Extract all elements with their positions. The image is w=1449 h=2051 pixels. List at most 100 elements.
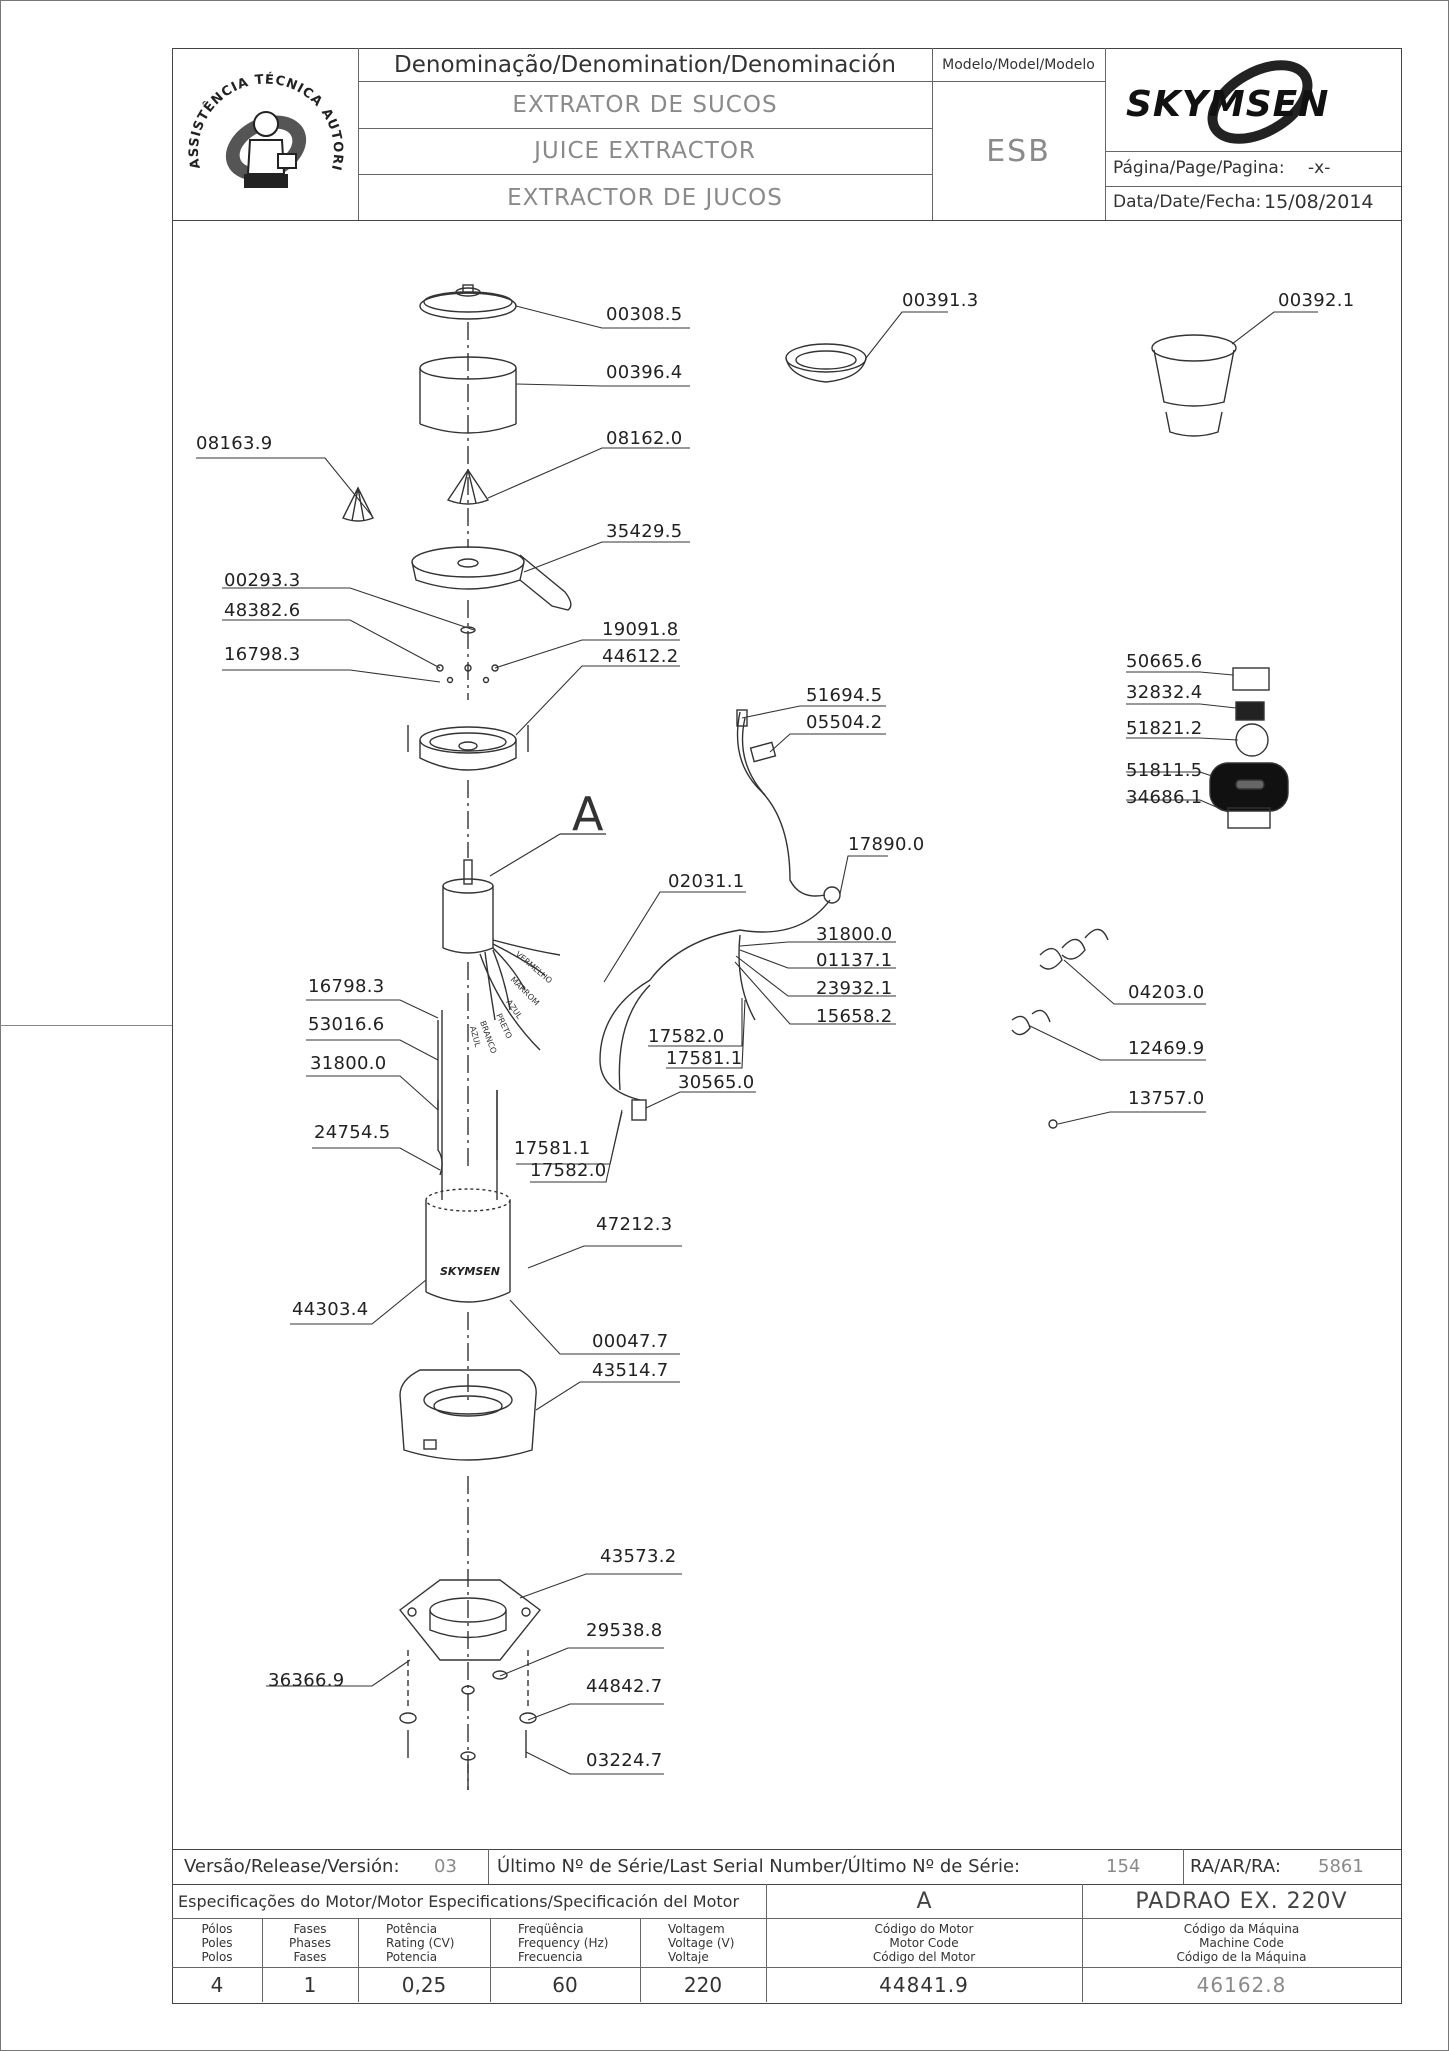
part-label: 00396.4 bbox=[606, 362, 683, 383]
juice-tray-part bbox=[411, 546, 572, 611]
bottom-plate-part bbox=[399, 1579, 541, 1661]
cover-ring-part bbox=[419, 356, 517, 434]
part-label: 44842.7 bbox=[586, 1676, 663, 1697]
label-50665 bbox=[1232, 667, 1270, 691]
value-poles: 4 bbox=[210, 1973, 224, 1997]
denomination-label: Denominação/Denomination/Denominación bbox=[394, 51, 896, 78]
part-label: 34686.1 bbox=[1126, 787, 1203, 808]
release-value: 03 bbox=[434, 1856, 457, 1877]
part-label: 23932.1 bbox=[816, 978, 893, 999]
ra-value: 5861 bbox=[1318, 1856, 1364, 1877]
skymsen-logo: SKYMSEN bbox=[1126, 60, 1329, 144]
part-label: 00392.1 bbox=[1278, 290, 1355, 311]
part-label: 08162.0 bbox=[606, 428, 683, 449]
value-frequency: 60 bbox=[552, 1973, 578, 1997]
svg-text:SKYMSEN: SKYMSEN bbox=[440, 1265, 500, 1278]
lid-part bbox=[419, 284, 517, 320]
part-label: 51694.5 bbox=[806, 685, 883, 706]
spring-12469 bbox=[1011, 1009, 1051, 1036]
value-phases: 1 bbox=[303, 1973, 317, 1997]
left-margin-line bbox=[0, 1025, 172, 1026]
body-part bbox=[425, 1010, 511, 1303]
drawing-frame bbox=[172, 48, 1402, 2004]
part-label: 51821.2 bbox=[1126, 718, 1203, 739]
part-label: 17582.0 bbox=[648, 1026, 725, 1047]
part-label: 00391.3 bbox=[902, 290, 979, 311]
svg-text:A: A bbox=[572, 787, 604, 841]
date-value: 15/08/2014 bbox=[1264, 191, 1374, 213]
part-label: 47212.3 bbox=[596, 1214, 673, 1235]
motor-part bbox=[442, 859, 561, 1051]
knob-51821 bbox=[1235, 723, 1269, 757]
part-label: 24754.5 bbox=[314, 1122, 391, 1143]
power-cord-part bbox=[599, 709, 841, 1101]
value-voltage: 220 bbox=[683, 1973, 723, 1997]
switch-part bbox=[631, 1099, 647, 1121]
part-label: 17581.1 bbox=[666, 1048, 743, 1069]
base-part bbox=[399, 1369, 537, 1461]
sieve-part bbox=[785, 343, 867, 383]
part-label: 19091.8 bbox=[602, 619, 679, 640]
part-label: 00293.3 bbox=[224, 570, 301, 591]
value-machine-code: 46162.8 bbox=[1196, 1973, 1287, 1997]
part-label: 30565.0 bbox=[678, 1072, 755, 1093]
part-label: 29538.8 bbox=[586, 1620, 663, 1641]
reamer-cone-large bbox=[446, 468, 490, 505]
part-label: 08163.9 bbox=[196, 433, 273, 454]
authorized-service-stamp: ASSISTÊNCIA TÉCNICA AUTORIZADA bbox=[180, 56, 344, 188]
product-name-es: EXTRACTOR DE JUCOS bbox=[507, 185, 783, 211]
gasket-32832 bbox=[1235, 701, 1265, 721]
part-label: 36366.9 bbox=[268, 1670, 345, 1691]
part-label: 31800.0 bbox=[310, 1053, 387, 1074]
value-motor-code: 44841.9 bbox=[879, 1973, 969, 1997]
part-label: 05504.2 bbox=[806, 712, 883, 733]
part-label: 17581.1 bbox=[514, 1138, 591, 1159]
part-label: 44612.2 bbox=[602, 646, 679, 667]
part-label: 43514.7 bbox=[592, 1360, 669, 1381]
part-label: 53016.6 bbox=[308, 1014, 385, 1035]
part-label: 04203.0 bbox=[1128, 982, 1205, 1003]
part-label: 13757.0 bbox=[1128, 1088, 1205, 1109]
serial-label: Último Nº de Série/Last Serial Number/Úl… bbox=[497, 1856, 1021, 1877]
part-label: 16798.3 bbox=[224, 644, 301, 665]
serial-value: 154 bbox=[1106, 1856, 1141, 1877]
label-34686 bbox=[1227, 807, 1271, 829]
cup-part bbox=[1151, 334, 1237, 437]
release-label: Versão/Release/Versión: bbox=[184, 1856, 400, 1877]
part-label: 12469.9 bbox=[1128, 1038, 1205, 1059]
model-label: Modelo/Model/Modelo bbox=[942, 56, 1095, 73]
spring-04203 bbox=[1039, 928, 1109, 970]
svg-text:SKYMSEN: SKYMSEN bbox=[1126, 84, 1329, 125]
part-label: 50665.6 bbox=[1126, 651, 1203, 672]
part-label: 00308.5 bbox=[606, 304, 683, 325]
part-label: 01137.1 bbox=[816, 950, 893, 971]
part-label: 00047.7 bbox=[592, 1331, 669, 1352]
washer-part bbox=[460, 626, 476, 634]
motor-spec-label: Especificações do Motor/Motor Especifica… bbox=[178, 1892, 740, 1911]
page-value: -x- bbox=[1308, 158, 1331, 178]
part-label: 43573.2 bbox=[600, 1546, 677, 1567]
svg-text:BRANCO: BRANCO bbox=[478, 1020, 498, 1055]
motor-letter: A bbox=[916, 1888, 932, 1914]
svg-text:PRETO: PRETO bbox=[494, 1012, 513, 1040]
product-name-pt: EXTRATOR DE SUCOS bbox=[512, 92, 778, 118]
basket-housing-part bbox=[407, 725, 529, 771]
part-label: 17582.0 bbox=[530, 1160, 607, 1181]
part-label: 02031.1 bbox=[668, 871, 745, 892]
page-label: Página/Page/Pagina: bbox=[1113, 158, 1285, 178]
value-power: 0,25 bbox=[401, 1973, 447, 1997]
part-label: 16798.3 bbox=[308, 976, 385, 997]
date-label: Data/Date/Fecha: bbox=[1113, 192, 1262, 212]
part-label: 15658.2 bbox=[816, 1006, 893, 1027]
part-label: 35429.5 bbox=[606, 521, 683, 542]
part-label: 44303.4 bbox=[292, 1299, 369, 1320]
part-label: 17890.0 bbox=[848, 834, 925, 855]
reamer-cone-small bbox=[342, 486, 374, 522]
